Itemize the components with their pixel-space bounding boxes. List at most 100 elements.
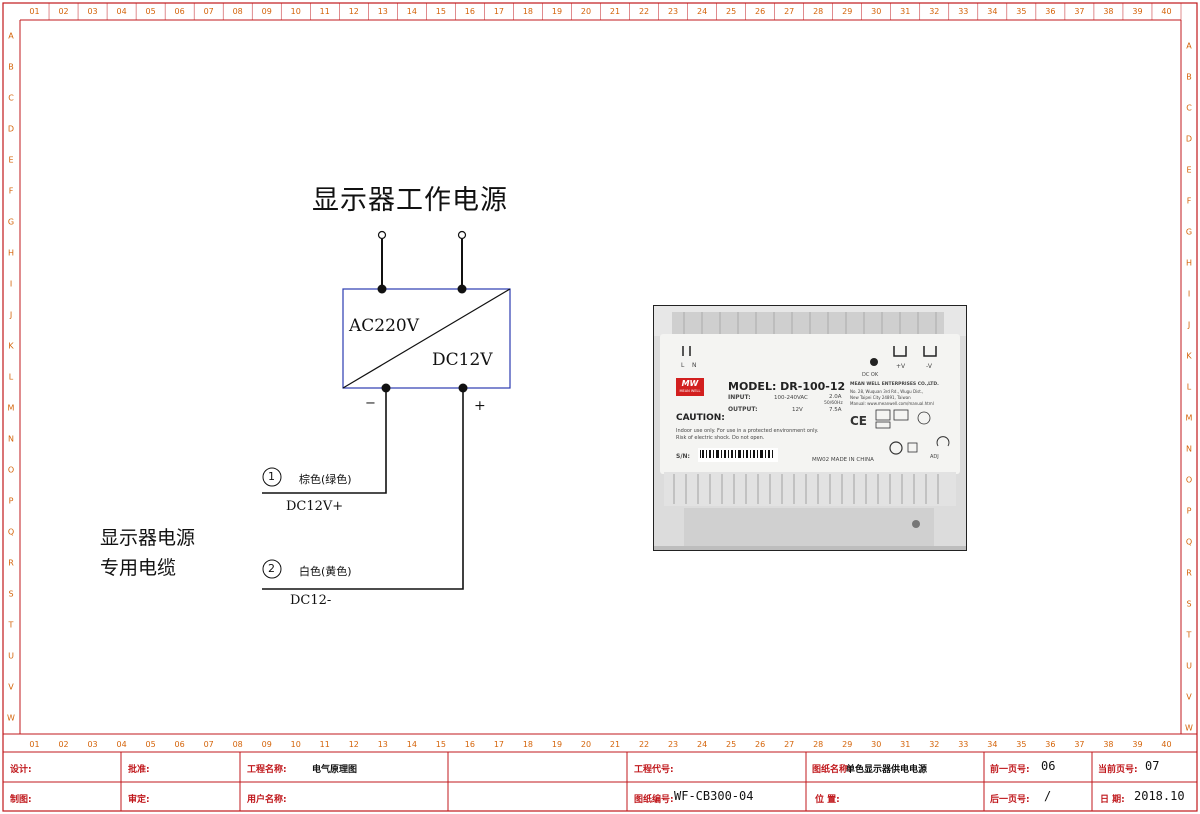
ac-node-2 xyxy=(457,284,467,294)
ruler-top-number: 10 xyxy=(290,7,301,16)
brand-logo-sub: MEAN WELL xyxy=(679,389,701,393)
minus-v-label: -V xyxy=(926,363,932,370)
ruler-left-letter: M xyxy=(7,403,15,413)
caution-text-1: Indoor use only. For use in a protected … xyxy=(676,428,819,434)
ruler-top-number: 24 xyxy=(696,7,708,16)
ruler-left-letter: H xyxy=(7,248,15,258)
ruler-top-number: 13 xyxy=(377,7,388,16)
ruler-top-number: 19 xyxy=(551,7,563,16)
wire-number-circle-2 xyxy=(262,559,282,579)
ruler-left-letter: Q xyxy=(7,527,15,537)
ruler-left-letter: J xyxy=(9,310,13,320)
current-page-label: 当前页号: xyxy=(1098,765,1138,775)
ruler-top-number: 20 xyxy=(580,7,592,16)
made-in-label: MW02 MADE IN CHINA xyxy=(812,457,874,463)
output-current: 7.5A xyxy=(829,407,842,413)
converter-diagonal xyxy=(342,288,511,389)
ruler-top-number: 04 xyxy=(116,7,127,16)
barcode xyxy=(698,448,778,462)
drawing-name-label: 图纸名称: xyxy=(812,765,852,775)
ruler-bottom-number: 35 xyxy=(1016,740,1027,749)
ruler-right-letter: B xyxy=(1186,72,1192,82)
ruler-left-letter: B xyxy=(8,62,14,72)
ruler-bottom-number: 40 xyxy=(1161,740,1172,749)
safety-mark-icons xyxy=(875,409,950,455)
ruler-left-letter: P xyxy=(8,496,14,506)
ruler-right-letter: P xyxy=(1186,506,1192,516)
ruler-bottom-number: 06 xyxy=(174,740,185,749)
ruler-left-letter: S xyxy=(8,589,14,599)
ruler-bottom-number: 31 xyxy=(900,740,911,749)
ruler-right-letter: R xyxy=(1186,568,1192,578)
ruler-left-letter: C xyxy=(8,93,14,103)
plus-v-label: +V xyxy=(896,363,906,370)
ruler-top-number: 23 xyxy=(667,7,679,16)
ruler-right-letter: V xyxy=(1186,692,1192,702)
wire-number-2: 2 xyxy=(268,562,275,575)
ac-terminal-1 xyxy=(377,230,387,240)
company-line-1: MEAN WELL ENTERPRISES CO.,LTD. xyxy=(850,382,939,387)
ruler-bottom-number: 19 xyxy=(551,740,563,749)
ruler-top-number: 36 xyxy=(1045,7,1056,16)
ruler-bottom-number: 33 xyxy=(958,740,969,749)
project-code-label: 工程代号: xyxy=(634,765,674,775)
power-supply-box xyxy=(342,288,511,389)
output-value: 12V xyxy=(792,407,803,413)
ruler-right-letter: S xyxy=(1186,599,1192,609)
ruler-left-letter: A xyxy=(8,31,14,41)
ruler-left-letter: O xyxy=(7,465,15,475)
input-current: 2.0A xyxy=(829,394,842,400)
brand-logo: MW MEAN WELL xyxy=(676,378,704,396)
prev-page-value: 06 xyxy=(1041,759,1056,773)
ruler-top-number: 25 xyxy=(726,7,737,16)
caution-label: CAUTION: xyxy=(676,413,725,423)
ruler-bottom-number: 36 xyxy=(1045,740,1056,749)
dc-wire-1 xyxy=(262,388,387,494)
ruler-right-letter: N xyxy=(1186,444,1192,454)
input-frequency: 50/60Hz xyxy=(824,401,843,406)
brand-logo-text: MW xyxy=(681,379,699,388)
ruler-bottom-number: 28 xyxy=(813,740,824,749)
input-label: INPUT: xyxy=(728,394,751,401)
cable-label-line2: 专用电缆 xyxy=(100,557,177,579)
ruler-bottom-number: 04 xyxy=(116,740,127,749)
input-value: 100-240VAC xyxy=(774,395,808,401)
ruler-top-number: 17 xyxy=(493,7,504,16)
adj-label: ADJ xyxy=(930,454,939,460)
photo-top-ribs xyxy=(672,312,944,334)
ruler-bottom-number: 26 xyxy=(755,740,766,749)
ruler-right-letter: G xyxy=(1185,227,1193,237)
ruler-bottom-number: 15 xyxy=(435,740,446,749)
ruler-bottom-number: 30 xyxy=(871,740,882,749)
ruler-bottom-number: 22 xyxy=(638,740,650,749)
ruler-bottom-number: 32 xyxy=(929,740,940,749)
ruler-bottom-number: 11 xyxy=(319,740,330,749)
sn-label: S/N: xyxy=(676,453,690,460)
ruler-top-number: 16 xyxy=(464,7,475,16)
ruler-left-letter: T xyxy=(8,620,14,630)
ruler-right-letter: W xyxy=(1185,723,1193,733)
ruler-top-number: 32 xyxy=(929,7,940,16)
current-page-value: 07 xyxy=(1145,759,1160,773)
designer-label: 设计: xyxy=(10,765,32,775)
wire-number-1: 1 xyxy=(268,470,275,483)
ruler-bottom-number: 37 xyxy=(1074,740,1085,749)
ruler-top-number: 26 xyxy=(755,7,766,16)
ruler-right-letter: A xyxy=(1186,41,1192,51)
wire-color-label-1: 棕色(绿色) xyxy=(299,473,352,486)
ruler-left-letter: V xyxy=(8,682,14,692)
ruler-right-letter: L xyxy=(1186,382,1192,392)
ruler-top-number: 34 xyxy=(987,7,998,16)
ruler-top-number: 29 xyxy=(842,7,853,16)
ruler-top-number: 33 xyxy=(958,7,969,16)
ruler-bottom-number: 01 xyxy=(29,740,40,749)
ruler-left-letter: F xyxy=(8,186,14,196)
ruler-left-letter: G xyxy=(7,217,15,227)
ruler-top-number: 09 xyxy=(261,7,272,16)
ruler-bottom-number: 27 xyxy=(784,740,795,749)
ruler-top-number: 35 xyxy=(1016,7,1027,16)
minus-sign: − xyxy=(365,396,376,411)
ruler-top-number: 18 xyxy=(522,7,534,16)
company-line-2: No. 28, Wuquan 3rd Rd., Wugu Dist., xyxy=(850,389,924,394)
ac-terminal-2 xyxy=(457,230,467,240)
